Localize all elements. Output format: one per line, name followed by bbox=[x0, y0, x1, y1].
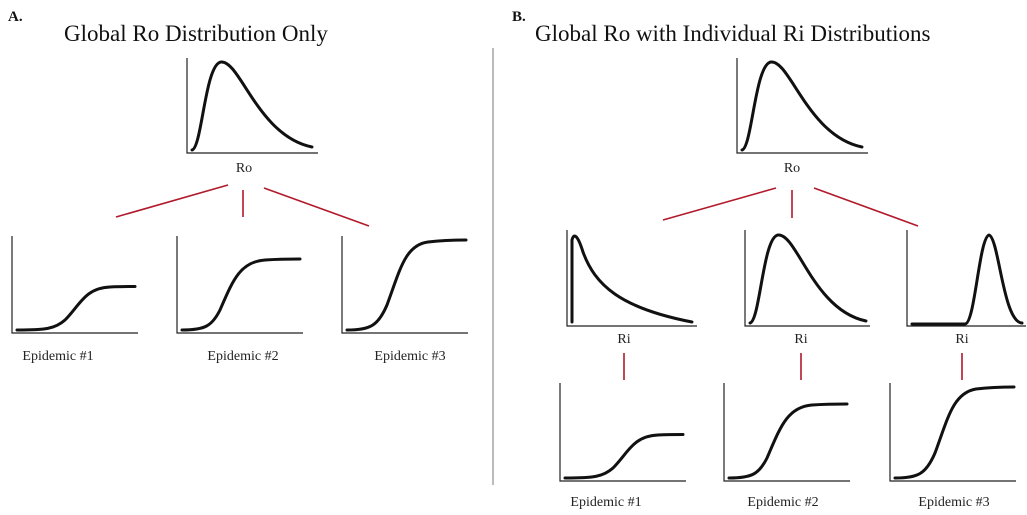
panel-b-ri-1-curve bbox=[570, 234, 694, 324]
panel-b: B. Global Ro with Individual Ri Distribu… bbox=[512, 9, 1026, 510]
panel-b-epidemic-3-label: Epidemic #3 bbox=[918, 495, 989, 510]
panel-a-epidemic-1: Epidemic #1 bbox=[11, 236, 138, 364]
panel-a-global-ro-curve bbox=[190, 60, 314, 152]
panel-a-letter: A. bbox=[8, 9, 23, 25]
panel-b-epidemic-1-curve bbox=[563, 433, 685, 480]
panel-a-epidemic-2-axes bbox=[176, 236, 303, 334]
panel-a-global-ro-plot: Ro bbox=[186, 58, 318, 176]
panel-a-epidemic-1-label: Epidemic #1 bbox=[22, 349, 93, 364]
panel-a-epidemic-3: Epidemic #3 bbox=[341, 236, 468, 364]
panel-b-epidemic-2-axes bbox=[723, 383, 850, 482]
panel-a-connector-left bbox=[115, 184, 229, 218]
panel-b-connector-right bbox=[813, 187, 919, 227]
panel-b-epidemic-2-label: Epidemic #2 bbox=[747, 495, 818, 510]
panel-a-epidemic-1-axes bbox=[11, 236, 138, 334]
panel-b-global-ro-label: Ro bbox=[784, 161, 800, 176]
panel-a-connector-right bbox=[263, 187, 370, 227]
panel-b-ri-plot-1: Ri bbox=[566, 230, 697, 347]
panel-a-epidemic-2-curve bbox=[180, 257, 302, 332]
panel-a-epidemic-3-axes bbox=[341, 236, 468, 334]
panel-b-title: Global Ro with Individual Ri Distributio… bbox=[535, 21, 931, 46]
panel-a-global-axes bbox=[186, 58, 318, 154]
panel-b-ri-2-curve bbox=[748, 233, 868, 325]
panel-b-epidemic-3-curve bbox=[893, 385, 1016, 480]
panel-b-ri-connectors bbox=[623, 353, 963, 380]
panel-a-epidemic-3-curve bbox=[345, 238, 468, 332]
panel-b-epidemic-1-axes bbox=[559, 383, 686, 482]
panel-a: A. Global Ro Distribution Only Ro Epidem… bbox=[8, 9, 468, 364]
panel-b-ri-plot-2: Ri bbox=[744, 230, 870, 347]
panel-a-epidemic-2-label: Epidemic #2 bbox=[207, 349, 278, 364]
panel-b-global-axes bbox=[736, 58, 868, 154]
panel-b-epidemic-2-curve bbox=[727, 402, 849, 480]
panel-a-epidemic-2: Epidemic #2 bbox=[176, 236, 303, 364]
panel-b-ri-1-label: Ri bbox=[617, 332, 630, 347]
panel-b-ri-3-axes bbox=[906, 230, 1026, 327]
panel-a-epidemic-3-label: Epidemic #3 bbox=[374, 349, 445, 364]
panel-b-ri-3-label: Ri bbox=[955, 332, 968, 347]
panel-b-ro-connectors bbox=[662, 187, 919, 227]
panel-b-ri-3-curve bbox=[910, 233, 1024, 326]
panel-a-title: Global Ro Distribution Only bbox=[64, 21, 328, 46]
panel-b-global-ro-plot: Ro bbox=[736, 58, 868, 176]
panel-b-connector-left bbox=[662, 187, 777, 221]
panel-b-ri-2-label: Ri bbox=[794, 332, 807, 347]
panel-a-global-ro-label: Ro bbox=[236, 161, 252, 176]
panel-b-epidemic-1: Epidemic #1 bbox=[559, 383, 686, 510]
panel-b-epidemic-2: Epidemic #2 bbox=[723, 383, 850, 510]
panel-b-ri-1-axes bbox=[566, 230, 697, 327]
panel-b-ri-2-axes bbox=[744, 230, 870, 327]
panel-b-letter: B. bbox=[512, 9, 526, 25]
panel-b-epidemic-3-axes bbox=[889, 383, 1016, 482]
panel-a-epidemic-1-curve bbox=[15, 285, 137, 332]
panel-a-connectors bbox=[115, 184, 370, 227]
panel-b-ri-plot-3: Ri bbox=[906, 230, 1026, 347]
panel-b-global-ro-curve bbox=[740, 60, 864, 152]
panel-b-epidemic-1-label: Epidemic #1 bbox=[570, 495, 641, 510]
panel-b-epidemic-3: Epidemic #3 bbox=[889, 383, 1016, 510]
